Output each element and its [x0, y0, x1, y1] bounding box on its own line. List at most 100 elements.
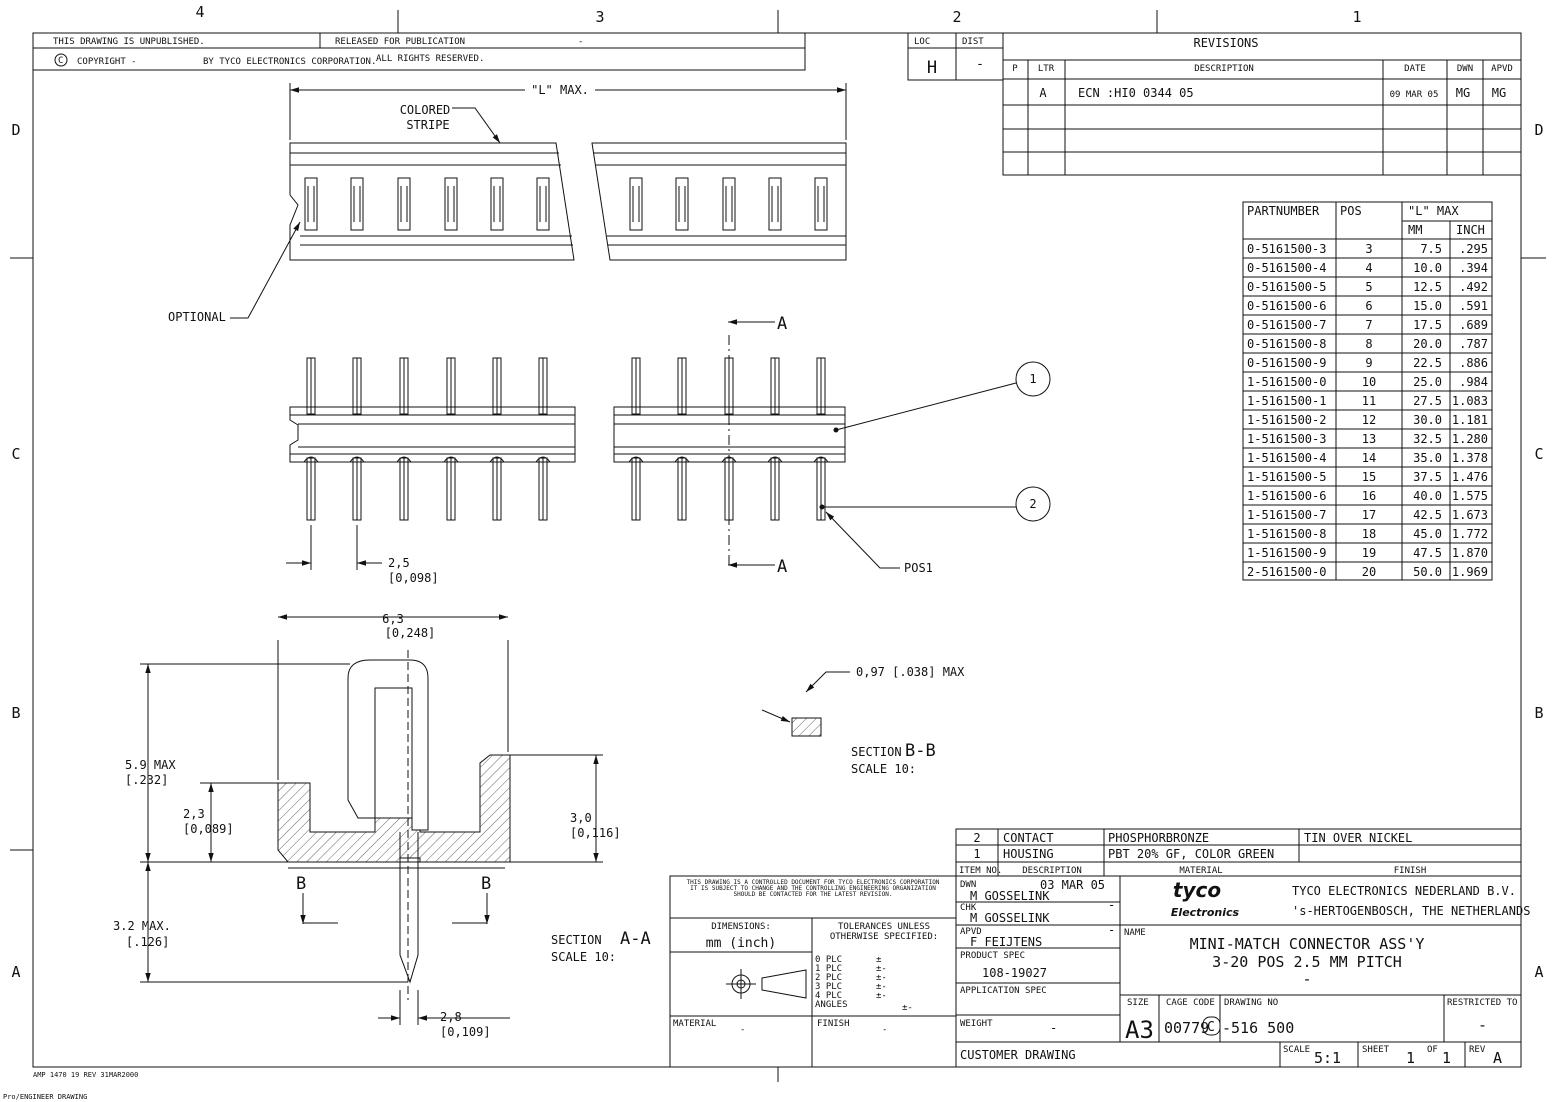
bom-item-1: 1 [973, 847, 980, 861]
rev-description: ECN :HI0 0344 05 [1078, 86, 1194, 100]
balloon-2 [1015, 486, 1051, 522]
contact-pin [444, 177, 458, 231]
part-positions: 13 [1362, 432, 1376, 446]
chk-date: - [1108, 898, 1115, 912]
scale-value: 5:1 [1314, 1049, 1341, 1067]
sheet-total: 1 [1442, 1049, 1451, 1067]
section-bb-profile [791, 717, 822, 737]
zone-col-2: 2 [952, 8, 961, 26]
part-header-pos: POS [1340, 204, 1362, 218]
contact-pin [349, 357, 365, 521]
contact-pin [535, 357, 551, 521]
part-length-inch: .492 [1459, 280, 1488, 294]
contact-pin [443, 357, 459, 521]
contact-pin [304, 177, 318, 231]
part-length-inch: 1.083 [1452, 394, 1488, 408]
rev-header-date: DATE [1404, 64, 1426, 74]
contact-pin [489, 357, 505, 521]
part-length-mm: 45.0 [1413, 527, 1442, 541]
dwn-name: M GOSSELINK [970, 889, 1050, 903]
name-label: NAME [1124, 928, 1146, 938]
tolerance-value: ±- [876, 991, 887, 1001]
part-number: 0-5161500-4 [1247, 261, 1326, 275]
dimensions-label: DIMENSIONS: [711, 922, 771, 932]
part-positions: 14 [1362, 451, 1376, 465]
dist-value: - [976, 57, 984, 72]
contact-pin [674, 357, 690, 521]
zone-col-1: 1 [1352, 8, 1361, 26]
tyco-logo: tyco [1173, 878, 1221, 902]
chk-label: CHK [960, 903, 977, 913]
front-view-housing [289, 357, 846, 521]
dim-3-0-inch: [0,116] [570, 826, 621, 840]
part-number: 1-5161500-6 [1247, 489, 1326, 503]
section-bb-scale: SCALE 10: [851, 762, 916, 776]
part-positions: 3 [1365, 242, 1372, 256]
part-number: 1-5161500-9 [1247, 546, 1326, 560]
tolerances-label-2: OTHERWISE SPECIFIED: [830, 932, 938, 942]
weight-value: - [1050, 1021, 1057, 1035]
part-length-inch: 1.378 [1452, 451, 1488, 465]
part-length-mm: 27.5 [1413, 394, 1442, 408]
zone-col-3: 3 [595, 8, 604, 26]
dwn-label: DWN [960, 880, 976, 890]
section-aa-title: SECTION [551, 933, 602, 947]
part-number: 0-5161500-8 [1247, 337, 1326, 351]
contact-pin [722, 177, 736, 231]
height-max-inch: [.232] [125, 773, 168, 787]
part-positions: 12 [1362, 413, 1376, 427]
company-location: 's-HERTOGENBOSCH, THE NETHERLANDS [1292, 904, 1530, 918]
dim-2-3-mm: 2,3 [183, 807, 205, 821]
part-number: 1-5161500-5 [1247, 470, 1326, 484]
contact-pin [629, 177, 643, 231]
part-length-mm: 42.5 [1413, 508, 1442, 522]
colored-stripe-label-2: STRIPE [406, 118, 449, 132]
drawing-size-code: C [1207, 1020, 1215, 1035]
part-number: 1-5161500-2 [1247, 413, 1326, 427]
part-length-mm: 20.0 [1413, 337, 1442, 351]
dim-3-0-mm: 3,0 [570, 811, 592, 825]
part-positions: 11 [1362, 394, 1376, 408]
title-block [955, 875, 1522, 1068]
tolerance-value: ±- [902, 1003, 913, 1013]
tolerance-line: 4 PLC [815, 991, 842, 1001]
part-positions: 7 [1365, 318, 1372, 332]
part-length-inch: 1.673 [1452, 508, 1488, 522]
part-length-mm: 30.0 [1413, 413, 1442, 427]
rev-apvd: MG [1492, 86, 1506, 100]
part-number: 1-5161500-7 [1247, 508, 1326, 522]
part-header-number: PARTNUMBER [1247, 204, 1320, 218]
application-spec-label: APPLICATION SPEC [960, 986, 1047, 996]
contact-pin [767, 357, 783, 521]
copyright-owner: BY TYCO ELECTRONICS CORPORATION. [203, 57, 376, 67]
of-label: OF [1427, 1045, 1438, 1055]
zone-row-a-left: A [11, 963, 20, 981]
contact-pin [303, 357, 319, 521]
bom-header-description: DESCRIPTION [1022, 866, 1082, 876]
l-max-dimension: "L" MAX. [531, 83, 589, 97]
tolerance-value: ± [876, 955, 882, 965]
cage-code-label: CAGE CODE [1166, 998, 1215, 1008]
part-length-inch: .984 [1459, 375, 1488, 389]
bom-header-item: ITEM NO. [959, 866, 1002, 876]
finish-label: FINISH [817, 1019, 850, 1029]
part-length-mm: 12.5 [1413, 280, 1442, 294]
section-bb-title: SECTION [851, 745, 902, 759]
part-positions: 9 [1365, 356, 1372, 370]
part-length-mm: 50.0 [1413, 565, 1442, 579]
part-length-inch: .591 [1459, 299, 1488, 313]
bom-desc-housing: HOUSING [1003, 847, 1054, 861]
part-length-inch: 1.870 [1452, 546, 1488, 560]
cut-mark-b-right: B [481, 874, 491, 894]
part-header-inch: INCH [1456, 223, 1485, 237]
copyright-icon: C [58, 56, 63, 66]
part-positions: 4 [1365, 261, 1372, 275]
tolerance-line: 2 PLC [815, 973, 842, 983]
